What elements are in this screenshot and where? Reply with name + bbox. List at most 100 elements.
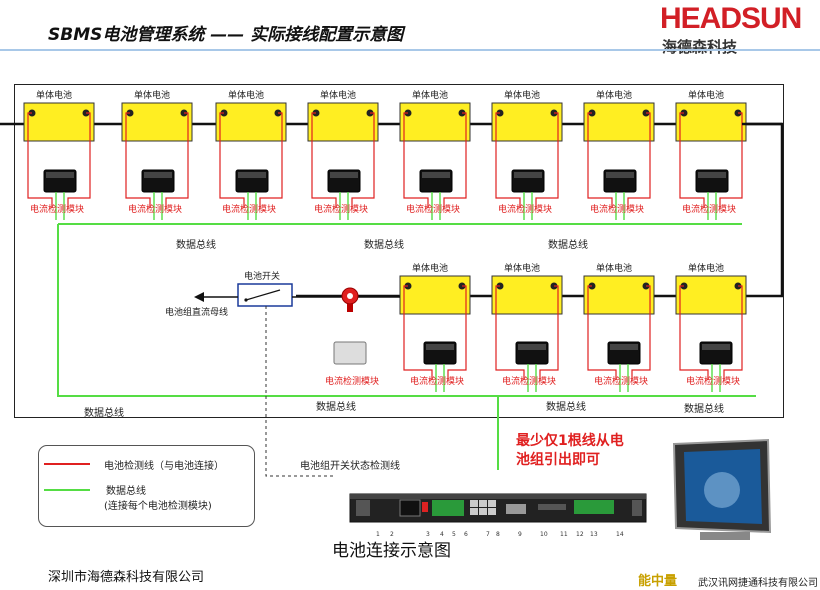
bottom-module-top-3 <box>702 344 730 350</box>
top-battery-label-4: 单体电池 <box>412 91 449 101</box>
top-battery-3 <box>307 102 379 142</box>
top-module-label-3: 电流检测模块 <box>314 205 369 215</box>
top-battery-6 <box>583 102 655 142</box>
top-module-top-3 <box>330 172 358 178</box>
bottom-bus-label-3: 数据总线 <box>684 404 724 415</box>
bottom-battery-label-2: 单体电池 <box>596 264 633 274</box>
top-module-label-6: 电流检测模块 <box>590 205 645 215</box>
top-battery-4 <box>399 102 471 142</box>
top-sense-wire-b-4 <box>443 112 467 208</box>
bottom-module-top-1 <box>518 344 546 350</box>
top-battery-label-3: 单体电池 <box>320 91 357 101</box>
bottom-bus-label-2: 数据总线 <box>546 402 586 413</box>
bottom-module-label-0: 电流检测模块 <box>410 377 465 387</box>
port-number-10: 11 <box>560 531 568 538</box>
bottom-module-top-0 <box>426 344 454 350</box>
top-row-group <box>0 102 784 298</box>
logo-main-text: HEADSUN <box>660 2 802 35</box>
power-socket <box>399 499 421 517</box>
bottom-battery-3 <box>675 275 747 315</box>
port-number-9: 10 <box>540 531 548 538</box>
top-sense-wire-b-0 <box>67 112 91 208</box>
terminal-block-b <box>574 500 614 514</box>
port-number-13: 14 <box>616 531 624 538</box>
bottom-data-bus <box>57 224 756 397</box>
rj45-port-1 <box>479 500 487 507</box>
switch-blade <box>245 289 281 301</box>
bottom-module-label-3: 电流检测模块 <box>686 377 741 387</box>
top-module-top-1 <box>144 172 172 178</box>
bottom-bus-label-1: 数据总线 <box>316 402 356 413</box>
monitor-graphic <box>704 472 740 508</box>
top-module-label-0: 电流检测模块 <box>30 205 85 215</box>
legend-red-label: 电池检测线（与电池连接） <box>104 461 224 472</box>
usb-port-group <box>506 504 526 514</box>
top-sense-wire-b-5 <box>535 112 559 208</box>
top-battery-5 <box>491 102 563 142</box>
top-bus-label-0: 数据总线 <box>176 240 216 251</box>
top-sense-wire-a-0 <box>27 112 53 208</box>
rj45-port-5 <box>488 508 496 515</box>
top-sense-wire-b-6 <box>627 112 651 208</box>
top-sense-wire-a-5 <box>495 112 521 208</box>
top-battery-2 <box>215 102 287 142</box>
bottom-battery-0 <box>399 275 471 315</box>
rj45-port-3 <box>470 508 478 515</box>
bottom-sense-wire-b-1 <box>539 285 559 380</box>
port-number-0: 1 <box>376 531 380 538</box>
switch-label: 电池开关 <box>244 272 281 282</box>
bottom-battery-label-0: 单体电池 <box>412 264 449 274</box>
top-battery-7 <box>675 102 747 142</box>
switch-detect-line <box>265 306 334 477</box>
bottom-battery-2 <box>583 275 655 315</box>
controller-top-edge <box>350 494 646 499</box>
top-battery-label-0: 单体电池 <box>36 91 73 101</box>
port-number-2: 3 <box>426 531 430 538</box>
port-number-4: 5 <box>452 531 456 538</box>
top-module-top-7 <box>698 172 726 178</box>
top-sense-wire-b-1 <box>165 112 189 208</box>
bottom-sense-wire-b-3 <box>723 285 743 380</box>
header-divider <box>0 49 820 51</box>
current-sensor-base <box>347 304 353 312</box>
bottom-module-top-2 <box>610 344 638 350</box>
callout-line-1: 最少仅1根线从电 <box>516 433 624 449</box>
top-module-top-0 <box>46 172 74 178</box>
port-number-6: 7 <box>486 531 490 538</box>
top-module-top-4 <box>422 172 450 178</box>
top-sense-wire-b-2 <box>259 112 283 208</box>
port-number-8: 9 <box>518 531 522 538</box>
bottom-sense-wire-a-0 <box>403 285 433 380</box>
top-battery-label-5: 单体电池 <box>504 91 541 101</box>
bottom-battery-1 <box>491 275 563 315</box>
bottom-sense-wire-a-2 <box>587 285 617 380</box>
rj45-port-4 <box>479 508 487 515</box>
top-module-label-1: 电流检测模块 <box>128 205 183 215</box>
controller-right-ear <box>632 500 642 516</box>
port-number-1: 2 <box>390 531 394 538</box>
legend-green-swatch <box>44 489 90 491</box>
bottom-sense-wire-b-2 <box>631 285 651 380</box>
top-battery-1 <box>121 102 193 142</box>
top-module-label-4: 电流检测模块 <box>406 205 461 215</box>
callout-text: 最少仅1根线从电 池组引出即可 <box>516 432 624 470</box>
top-module-top-2 <box>238 172 266 178</box>
port-number-7: 8 <box>496 531 500 538</box>
switch-detect-label: 电池组开关状态检测线 <box>300 461 400 472</box>
bottom-module-label-1: 电流检测模块 <box>502 377 557 387</box>
top-sense-wire-a-4 <box>403 112 429 208</box>
port-number-3: 4 <box>440 531 444 538</box>
bottom-sense-wire-a-3 <box>679 285 709 380</box>
switch-pivot <box>244 298 248 302</box>
port-number-11: 12 <box>576 531 584 538</box>
rj45-port-0 <box>470 500 478 507</box>
top-module-label-7: 电流检测模块 <box>682 205 737 215</box>
top-battery-label-6: 单体电池 <box>596 91 633 101</box>
legend-green-sublabel: (连接每个电池检测模块) <box>104 501 212 512</box>
battery-cabinet-frame <box>14 84 784 418</box>
top-sense-wire-a-6 <box>587 112 613 208</box>
top-battery-label-1: 单体电池 <box>134 91 171 101</box>
top-module-label-5: 电流检测模块 <box>498 205 553 215</box>
bottom-row-group <box>57 224 756 397</box>
